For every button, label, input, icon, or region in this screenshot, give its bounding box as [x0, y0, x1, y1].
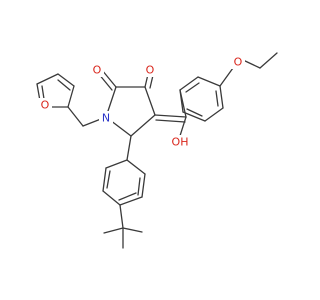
bond-fur-2	[57, 73, 75, 87]
bond-ar1-inner-2	[215, 90, 219, 107]
bond-ar2-5	[102, 167, 107, 192]
carbonyl-oxygen-left: O	[93, 64, 102, 77]
ethoxyphenyl-ring	[179, 76, 224, 122]
bond-ar1-6	[179, 89, 184, 113]
bond-o-ch2	[242, 59, 261, 69]
bond-ar-tbu	[119, 204, 124, 229]
carbonyl-oxygen-right: O	[146, 64, 155, 77]
bond-c3-c4	[144, 86, 156, 116]
ethoxy-chain	[219, 52, 278, 87]
bond-ar1-2	[197, 76, 221, 87]
structure-drawing: O O N O O OH	[36, 52, 278, 249]
ring-nitrogen: N	[102, 112, 110, 125]
bond-fur-1	[67, 85, 75, 108]
pyrrolidine-ring	[105, 86, 156, 137]
bond-ch2-furan	[67, 106, 84, 127]
bond-ar2-inner-3	[118, 192, 137, 201]
bond-fur-3	[36, 73, 59, 85]
bond-ar2-2	[141, 173, 146, 198]
bond-ch2-ch3	[259, 52, 278, 69]
bond-c4-c5	[130, 114, 156, 137]
bond-ar2-inner-1	[137, 177, 141, 196]
bond-tbu-me2	[103, 227, 124, 234]
bond-ar1-3	[219, 85, 224, 109]
bond-ar1-4	[204, 107, 224, 122]
bond-tbu-me1	[122, 227, 143, 233]
hydroxyl-group: OH	[172, 136, 189, 149]
bond-ar1-inner-1	[185, 82, 200, 93]
furan-oxygen: O	[41, 99, 50, 112]
ether-oxygen: O	[234, 56, 243, 69]
bond-c4-exo-b	[155, 119, 186, 123]
tert-butylphenyl-ring	[102, 135, 146, 249]
bond-fur-inner-1	[57, 79, 71, 91]
bond-c4-exo-a	[154, 114, 187, 118]
bond-ar-o	[219, 67, 234, 87]
bond-c2-o-a	[101, 69, 117, 88]
carbonyl-bonds	[97, 69, 155, 91]
bond-ar2-6	[105, 159, 128, 169]
bond-c5-ar	[126, 135, 132, 161]
molecule-canvas: O O N O O OH	[36, 52, 278, 249]
bond-ar2-4	[102, 190, 121, 206]
furanylmethyl-group	[36, 73, 107, 127]
bond-ar2-1	[126, 159, 146, 175]
bond-ar2-inner-2	[106, 170, 111, 189]
bond-ar1-5	[182, 111, 206, 122]
bond-fur-inner-2	[41, 85, 45, 100]
bond-ar1-inner-3	[186, 108, 203, 117]
bond-ar1-1	[179, 76, 199, 91]
atom-labels: O O N O O OH	[38, 55, 245, 149]
bond-ar2-3	[119, 196, 143, 206]
